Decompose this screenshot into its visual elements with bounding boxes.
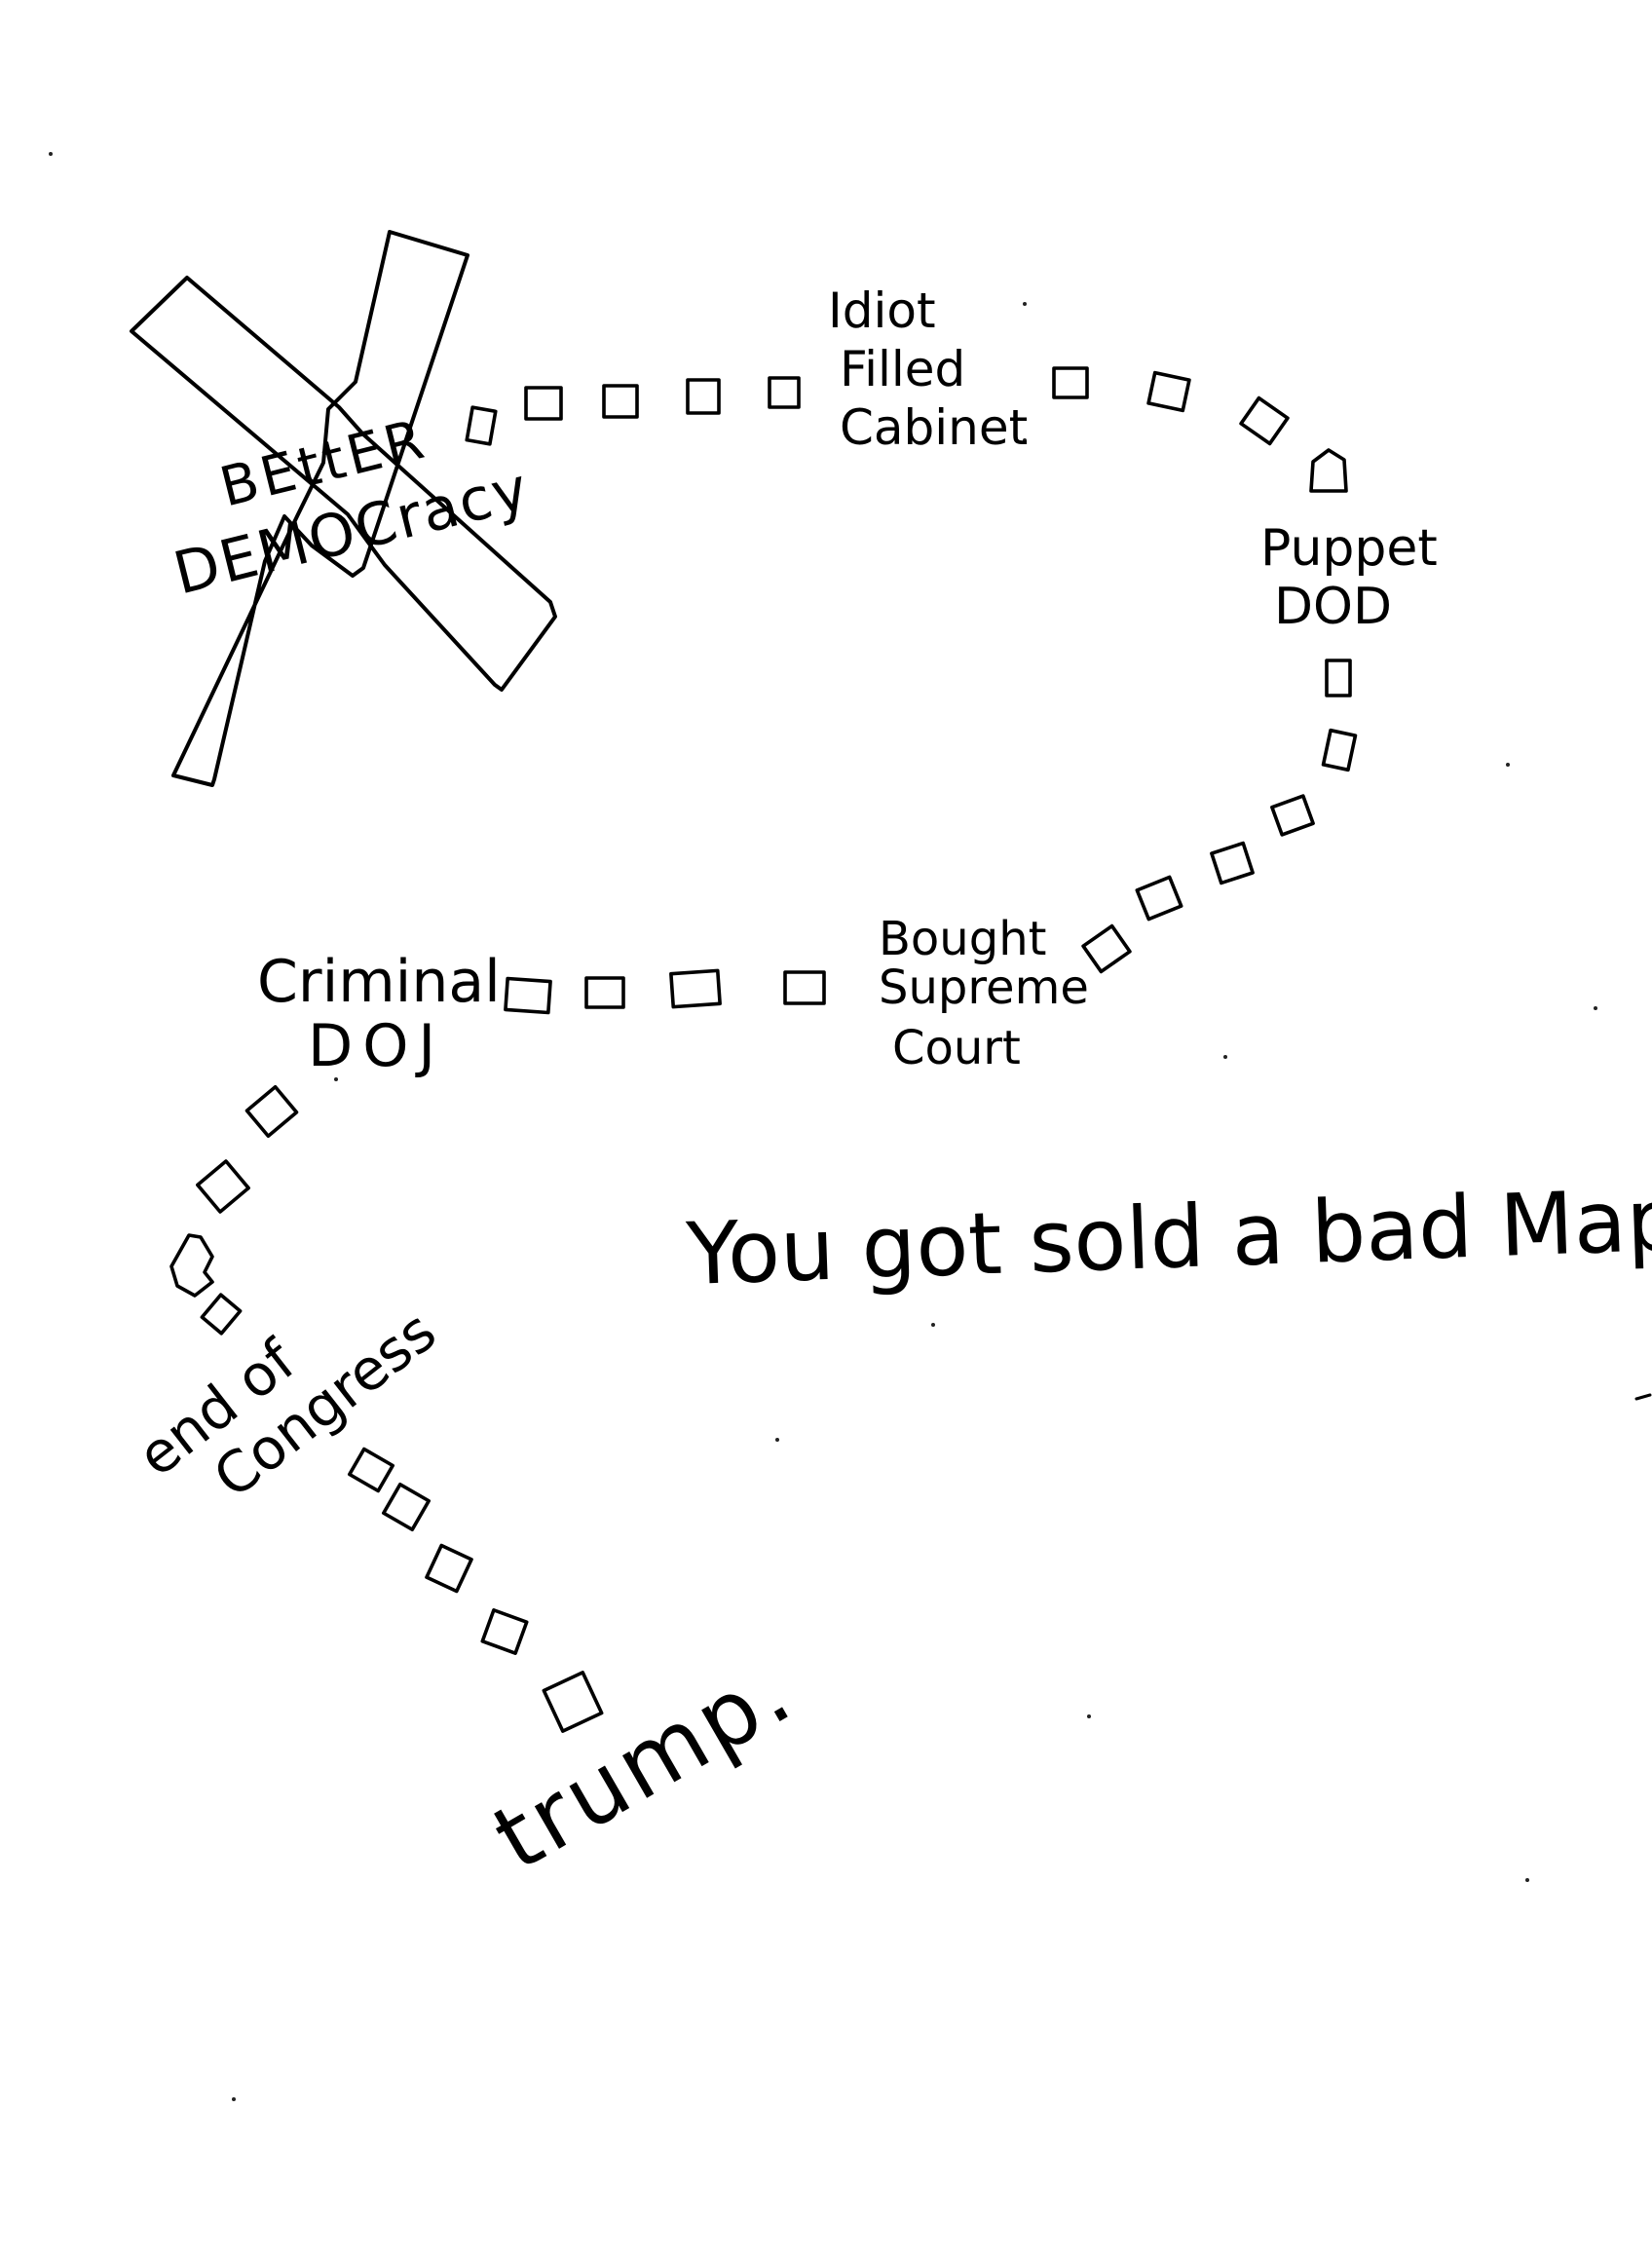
speck	[334, 1077, 338, 1081]
speck	[232, 2097, 236, 2101]
label-dod-line2: DOD	[1274, 578, 1392, 636]
path-stone	[480, 1608, 529, 1655]
labels: BEttER DEMOCracy Idiot Filled Cabinet Pu…	[126, 282, 1652, 1891]
label-cabinet-line2: Filled	[840, 341, 965, 397]
path-stone	[1239, 395, 1290, 446]
path-stone	[169, 1233, 214, 1298]
speck	[1087, 1714, 1091, 1718]
path-stone	[1146, 370, 1191, 413]
speck	[1506, 763, 1510, 767]
x-mark-stroke-rising	[171, 230, 469, 787]
path-stone	[381, 1482, 432, 1532]
path-stone	[584, 976, 625, 1009]
path-stone	[524, 386, 563, 421]
speck	[49, 152, 53, 156]
path-stone	[1081, 923, 1132, 974]
path-stone	[347, 1447, 395, 1493]
path-stone	[669, 968, 722, 1009]
path-stone	[1270, 794, 1315, 837]
speck	[1223, 1055, 1227, 1059]
path-stone	[602, 384, 639, 419]
stepping-stone-path	[169, 366, 1358, 1733]
path-stone	[196, 1159, 250, 1214]
x-mark-stroke-falling	[130, 276, 557, 692]
label-dod-line1: Puppet	[1260, 519, 1438, 578]
speck	[1023, 438, 1027, 442]
path-stone	[1325, 659, 1352, 697]
path-stone	[768, 376, 801, 409]
path-stone	[1321, 728, 1358, 772]
path-stone	[1210, 841, 1255, 885]
path-stone	[1052, 366, 1089, 399]
label-doj-line1: Criminal	[257, 948, 501, 1016]
path-stone	[686, 378, 721, 415]
path-stone	[542, 1671, 604, 1733]
paper-specks	[49, 152, 1652, 2101]
edge-mark	[1634, 1393, 1652, 1401]
label-court-line3: Court	[892, 1021, 1021, 1075]
path-stone	[465, 405, 498, 446]
speck	[931, 1323, 935, 1327]
path-stone	[425, 1543, 473, 1594]
label-trump: trump.	[477, 1638, 810, 1891]
label-court-line2: Supreme	[879, 960, 1089, 1015]
speck	[775, 1438, 779, 1442]
path-stone	[1135, 875, 1183, 922]
speck	[1594, 1006, 1597, 1010]
x-mark	[130, 230, 557, 787]
path-stone	[504, 976, 552, 1015]
caption: You got sold a bad Map...	[684, 1166, 1652, 1304]
path-stone	[1309, 448, 1348, 493]
label-cabinet-line3: Cabinet	[840, 399, 1028, 456]
speck	[1525, 1878, 1529, 1882]
label-doj-line2: DOJ	[308, 1012, 445, 1080]
label-court-line1: Bought	[879, 912, 1046, 966]
label-cabinet-line1: Idiot	[828, 282, 936, 339]
path-stone	[244, 1084, 299, 1139]
path-stone	[200, 1293, 243, 1336]
path-stone	[783, 970, 826, 1005]
speck	[1023, 302, 1027, 306]
